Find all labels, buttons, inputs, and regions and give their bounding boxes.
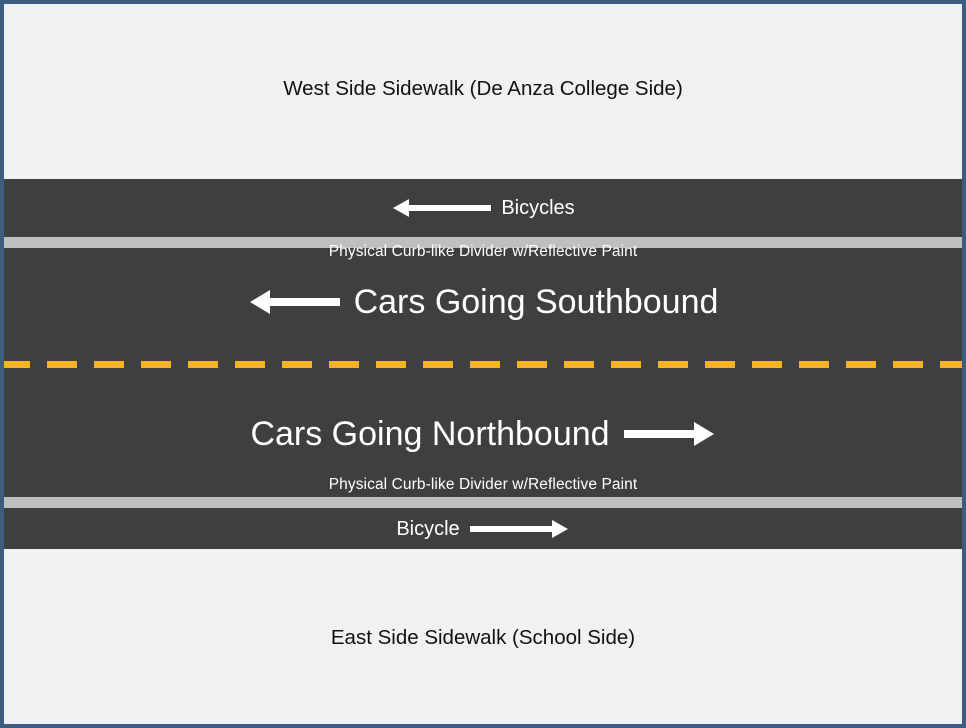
east-side-sidewalk-band: East Side Sidewalk (School Side) [0, 549, 966, 728]
yellow-dashed-center-line [0, 361, 966, 368]
bicycle-label-group: Bicycle [396, 518, 569, 540]
bicycles-lane-label: Bicycles [501, 197, 575, 219]
southbound-label-group: Cars Going Southbound [248, 283, 719, 321]
arrow-left-icon [391, 197, 492, 219]
west-sidewalk-label: West Side Sidewalk (De Anza College Side… [283, 77, 683, 101]
west-sidewalk-label-group: West Side Sidewalk (De Anza College Side… [283, 79, 683, 100]
east-sidewalk-label: East Side Sidewalk (School Side) [330, 626, 636, 650]
west-bicycle-lane-band: Bicycles [0, 179, 966, 237]
bicycle-lane-label: Bicycle [396, 517, 460, 540]
bicycles-label-group: Bicycles [391, 197, 575, 219]
cars-going-northbound-label: Cars Going Northbound [250, 414, 610, 453]
arrow-right-icon [623, 419, 716, 449]
northbound-car-lane-band: Cars Going Northbound [0, 370, 966, 497]
west-side-sidewalk-band: West Side Sidewalk (De Anza College Side… [0, 0, 966, 179]
east-bicycle-lane-band: Bicycle [0, 508, 966, 549]
south-curb-divider-strip [0, 497, 966, 508]
arrow-right-icon [469, 518, 570, 540]
southbound-car-lane-band: Cars Going Southbound [0, 248, 966, 356]
cars-going-southbound-label: Cars Going Southbound [353, 283, 719, 321]
north-curb-divider-strip [0, 237, 966, 248]
east-sidewalk-label-group: East Side Sidewalk (School Side) [331, 628, 635, 649]
northbound-label-group: Cars Going Northbound [250, 417, 715, 451]
arrow-left-icon [248, 287, 340, 317]
